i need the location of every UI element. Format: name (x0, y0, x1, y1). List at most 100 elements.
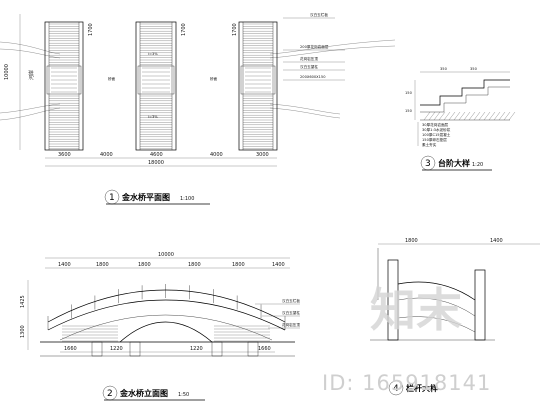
elev-note-2: 汉白玉望柱 (282, 310, 300, 315)
elev-bottom-dim-2: 1220 (110, 346, 123, 352)
footing-inner-right (211, 341, 223, 357)
masonry-courses (62, 325, 270, 342)
deck-curve (47, 299, 286, 331)
plan-bottom-dim-3: 4600 (150, 152, 163, 158)
elev-bottom-dim-4: 1660 (258, 346, 271, 352)
railing-posts (47, 284, 286, 330)
fill-hatch-line (463, 111, 471, 121)
plan-deck-label-2: 桥面 (210, 76, 218, 81)
rail-dim-1: 1800 (405, 238, 418, 244)
elev-top-dim-4: 1800 (188, 262, 201, 268)
railing-top-curve (47, 289, 286, 323)
step-title: 台阶大样 (438, 158, 470, 168)
step-fill-hatching (423, 111, 516, 121)
fill-hatch-line (473, 111, 481, 121)
watermark-brand: 知末 (370, 283, 462, 337)
arch-ring-curve (59, 314, 273, 341)
deck-step-hatching (49, 23, 273, 149)
step-detail: 350 350 150 150 30厚花岗岩面层 30厚1:3水泥砂浆 100厚… (405, 67, 516, 171)
plan-bottom-dim-5: 3000 (256, 152, 269, 158)
main-arch-opening (119, 321, 213, 343)
rail-number-circle (388, 380, 404, 396)
plan-top-dim-2: 1700 (181, 23, 187, 36)
fill-hatch-line (468, 111, 476, 121)
bridge-left (44, 21, 84, 151)
elev-note-1: 汉白玉栏板 (282, 298, 300, 303)
plan-note-2: 200厚花岗岩面层 (300, 44, 329, 49)
watermark: 知末 ID: 165918141 (322, 283, 491, 395)
elevation-view: 10000 1400 1800 1800 1800 1800 1400 1425… (20, 252, 300, 401)
step-dim-2: 350 (470, 67, 478, 71)
fill-hatch-line (453, 111, 461, 121)
plan-top-dim-3: 1700 (232, 23, 238, 36)
watermark-id: ID: 165918141 (322, 371, 491, 395)
rail-panel-top (397, 281, 476, 301)
fill-hatch-line (448, 111, 456, 121)
rail-post-right (474, 269, 486, 341)
step-note-2: 30厚1:3水泥砂浆 (422, 127, 451, 132)
footing-left (91, 341, 103, 357)
rail-panel-mid (397, 297, 476, 317)
step-dim-1: 350 (440, 67, 448, 71)
elev-top-dim-6: 1400 (272, 262, 285, 268)
step-dim-4: 150 (405, 109, 413, 113)
footing-inner-left (129, 341, 141, 357)
fill-hatch-line (483, 111, 491, 121)
fill-hatch-line (503, 111, 511, 121)
fill-hatch-line (498, 111, 506, 121)
plan-side-label: 河岸 (28, 70, 35, 80)
plan-note-5: 200X600X150 (300, 75, 326, 79)
bridge-center (135, 21, 177, 151)
bridge-right (238, 21, 278, 151)
footing-right (247, 341, 259, 357)
step-dim-3: 150 (405, 91, 413, 95)
plan-top-dim-1: 1700 (88, 23, 94, 36)
elev-bottom-dim-3: 1220 (190, 346, 203, 352)
fill-hatch-line (493, 111, 501, 121)
plan-scale: 1:100 (180, 196, 194, 202)
plan-bottom-dim-2: 4000 (100, 152, 113, 158)
rail-number: 4 (393, 384, 399, 394)
plan-note-3: 花岗岩压顶 (300, 56, 318, 61)
elev-scale: 1:50 (178, 392, 189, 398)
railing-detail: 1800 1400 4 栏杆大样 (370, 238, 540, 396)
elev-number: 2 (107, 389, 113, 399)
fill-hatch-line (478, 111, 486, 121)
plan-slope-1: i=3% (148, 52, 158, 56)
elev-top-dim-1: 1400 (58, 262, 71, 268)
elev-top-total: 10000 (158, 252, 174, 258)
fill-hatch-line (433, 111, 441, 121)
fill-hatch-line (458, 111, 466, 121)
fill-hatch-line (438, 111, 446, 121)
plan-total-width: 18000 (148, 160, 164, 166)
step-note-3: 100厚C15混凝土 (422, 132, 451, 137)
plan-deck-label-1: 桥面 (108, 76, 116, 81)
plan-left-dim: 10000 (4, 64, 10, 80)
elev-title: 金水桥立面图 (119, 388, 168, 398)
step-number: 3 (425, 159, 431, 169)
plan-note-4: 汉白玉望柱 (300, 64, 318, 69)
elev-top-dim-3: 1800 (138, 262, 151, 268)
plan-view: 10000 河岸 1700 1700 1700 3600 4000 4600 4… (0, 12, 396, 205)
elev-left-dim-1: 1425 (20, 295, 26, 308)
fill-hatch-line (443, 111, 451, 121)
rail-panel-bottom (397, 316, 476, 333)
plan-note-1: 汉白玉栏板 (310, 12, 328, 17)
plan-bottom-dim-4: 4000 (210, 152, 223, 158)
elev-bottom-dim-1: 1660 (64, 346, 77, 352)
fill-hatch-line (508, 111, 516, 121)
plan-number: 1 (109, 193, 115, 203)
elev-top-dim-5: 1800 (232, 262, 245, 268)
step-note-1: 30厚花岗岩面层 (422, 122, 449, 127)
rail-title: 栏杆大样 (406, 383, 438, 393)
fill-hatch-line (423, 111, 431, 121)
fill-hatch-line (488, 111, 496, 121)
step-note-5: 素土夯实 (422, 142, 437, 147)
elev-top-dim-2: 1800 (96, 262, 109, 268)
elev-left-dim-2: 1300 (20, 325, 26, 338)
plan-bottom-dim-1: 3600 (58, 152, 71, 158)
plan-slope-2: i=3% (148, 115, 158, 119)
elev-note-3: 花岗岩压顶 (282, 322, 300, 327)
step-scale: 1:20 (472, 162, 483, 168)
